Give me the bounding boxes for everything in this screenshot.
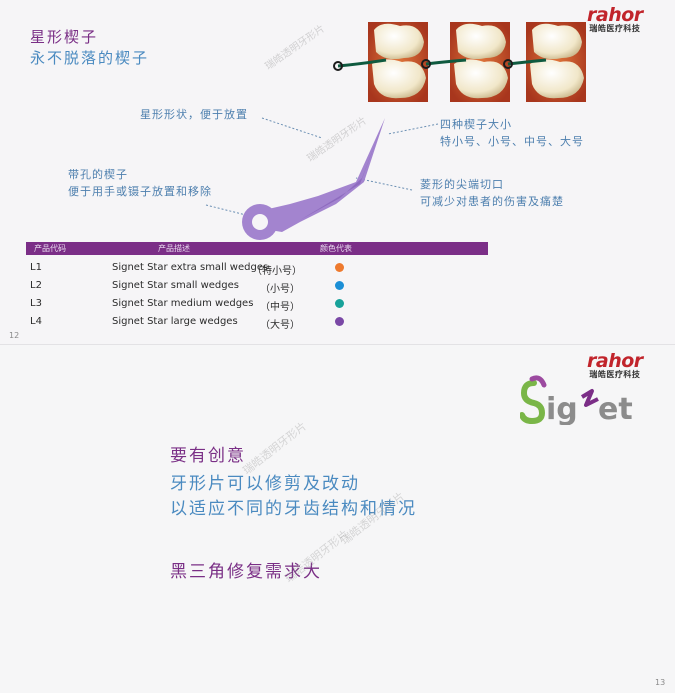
annotation-hole: 带孔的楔子 便于用手或镊子放置和移除 (68, 166, 212, 200)
annotation-four-sizes-line2: 特小号、小号、中号、大号 (440, 135, 584, 148)
annotation-diamond-tip-line2: 可减少对患者的伤害及痛楚 (420, 195, 564, 208)
slogan-line-4: 黑三角修复需求大 (170, 562, 322, 582)
wedge-shape (242, 118, 385, 240)
header-desc: 产品描述 (158, 244, 190, 253)
page-number-12: 12 (9, 331, 20, 340)
leader-diamond-tip (355, 177, 413, 191)
wedge-illustration: 瑞皓透明牙形片 瑞皓透明牙形片 (205, 22, 439, 240)
row-size: （小号） (260, 284, 300, 295)
color-dot-purple (335, 317, 344, 326)
leader-hole (205, 204, 247, 216)
annotation-hole-line2: 便于用手或镊子放置和移除 (68, 185, 212, 198)
tooth-photo-3 (503, 22, 586, 102)
annotation-star-shape: 星形形状，便于放置 (140, 108, 248, 121)
row-size: （中号） (260, 302, 300, 313)
watermark-top-1: 瑞皓透明牙形片 (304, 114, 369, 165)
header-color: 颜色代表 (320, 244, 352, 253)
signet-logo: ig et (520, 375, 633, 425)
product-table: 产品代码 产品描述 颜色代表 L1 Signet Star extra smal… (26, 242, 488, 331)
signet-logo-text-2: et (598, 392, 633, 425)
page-13 (0, 345, 675, 693)
row-code: L2 (30, 280, 42, 291)
annotation-four-sizes: 四种楔子大小 特小号、小号、中号、大号 (440, 116, 584, 150)
tooth-photo-1 (333, 22, 428, 102)
signet-logo-text: ig (546, 392, 578, 425)
page-divider (0, 344, 675, 345)
color-dot-teal (335, 299, 344, 308)
header-code: 产品代码 (34, 244, 66, 253)
row-desc: Signet Star medium wedges (112, 298, 254, 309)
leader-star-shape (261, 117, 323, 139)
annotation-diamond-tip-line1: 菱形的尖端切口 (420, 178, 504, 191)
table-header: 产品代码 产品描述 颜色代表 (26, 242, 488, 255)
table-row: L4 Signet Star large wedges （大号） (26, 313, 488, 331)
watermark-top-2: 瑞皓透明牙形片 (262, 22, 327, 73)
color-dot-blue (335, 281, 344, 290)
table-row: L2 Signet Star small wedges （小号） (26, 277, 488, 295)
tooth-photo-2 (421, 22, 510, 102)
brand-name: 瑞皓医疗科技 (589, 24, 641, 33)
table-row: L1 Signet Star extra small wedges （特小号） (26, 259, 488, 277)
annotation-hole-line1: 带孔的楔子 (68, 168, 128, 181)
row-code: L4 (30, 316, 42, 327)
slogan-line-3: 以适应不同的牙齿结构和情况 (170, 499, 417, 519)
annotation-four-sizes-line1: 四种楔子大小 (440, 118, 512, 131)
brand-name: 瑞皓医疗科技 (589, 370, 641, 379)
row-size: （大号） (260, 320, 300, 331)
color-dot-orange (335, 263, 344, 272)
slogan-line-2: 牙形片可以修剪及改动 (170, 474, 360, 494)
row-code: L1 (30, 262, 42, 273)
leader-four-sizes (387, 123, 439, 135)
teeth-photos (333, 22, 586, 102)
row-desc: Signet Star extra small wedges (112, 262, 269, 273)
page-number-13: 13 (655, 678, 666, 687)
page-subtitle: 永不脱落的楔子 (30, 49, 150, 67)
brand-logo-text: rahor (587, 4, 643, 26)
brand-logo-bottom: rahor 瑞皓医疗科技 (587, 350, 643, 380)
row-desc: Signet Star small wedges (112, 280, 239, 291)
annotation-diamond-tip: 菱形的尖端切口 可减少对患者的伤害及痛楚 (420, 176, 564, 210)
brand-logo-top: rahor 瑞皓医疗科技 (587, 4, 643, 34)
page-title: 星形楔子 (30, 28, 99, 46)
brand-logo-text: rahor (587, 350, 643, 372)
table-row: L3 Signet Star medium wedges （中号） (26, 295, 488, 313)
slogan-line-1: 要有创意 (170, 446, 246, 466)
row-desc: Signet Star large wedges (112, 316, 238, 327)
row-size: （特小号） (252, 266, 302, 277)
row-code: L3 (30, 298, 42, 309)
